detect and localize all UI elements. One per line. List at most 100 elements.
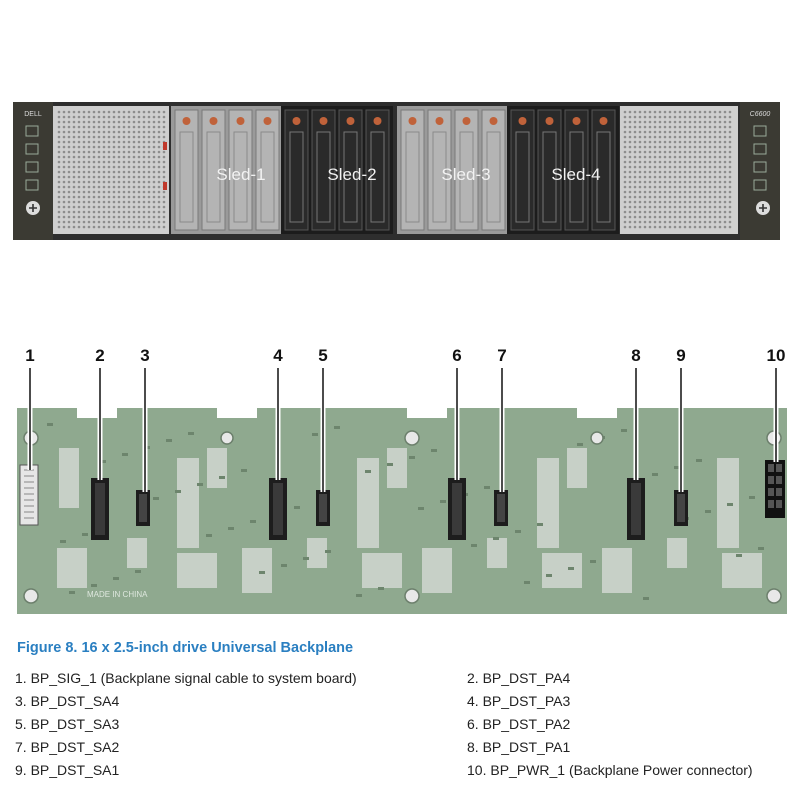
bp-dst-pa4-connector <box>91 478 109 540</box>
legend-num: 5. <box>15 716 27 732</box>
callout-6: 6 <box>452 346 462 365</box>
legend-text: BP_DST_SA1 <box>30 762 120 778</box>
legend-item-4: 4. BP_DST_PA3 <box>467 693 570 709</box>
drive-bay <box>537 109 562 231</box>
legend-item-6: 6. BP_DST_PA2 <box>467 716 570 732</box>
drive-release-icon <box>319 117 328 125</box>
drive-release-icon <box>182 117 191 125</box>
drive-bay <box>427 109 452 231</box>
drive-release-icon <box>518 117 527 125</box>
callout-4: 4 <box>273 346 283 365</box>
legend-item-9: 9. BP_DST_SA1 <box>15 762 119 778</box>
drive-release-icon <box>346 117 355 125</box>
drive-bay <box>228 109 253 231</box>
callout-2: 2 <box>95 346 105 365</box>
bp-dst-pa1-connector <box>627 478 645 540</box>
legend-num: 10. <box>467 762 487 778</box>
drive-bay <box>591 109 616 231</box>
legend-text: BP_DST_PA1 <box>482 739 571 755</box>
drive-release-icon <box>292 117 301 125</box>
left-psu-grille <box>53 106 169 234</box>
figure-caption: Figure 8. 16 x 2.5-inch drive Universal … <box>17 640 354 656</box>
drive-release-icon <box>572 117 581 125</box>
drive-bay <box>311 109 336 231</box>
drive-bay <box>481 109 506 231</box>
drive-release-icon <box>373 117 382 125</box>
drive-bay <box>174 109 199 231</box>
drive-bay <box>201 109 226 231</box>
callout-1: 1 <box>25 346 35 365</box>
callout-5: 5 <box>318 346 328 365</box>
sled-1 <box>171 106 283 234</box>
legend-text: BP_PWR_1 (Backplane Power connector) <box>490 762 753 778</box>
drive-bay <box>255 109 280 231</box>
drive-bay <box>400 109 425 231</box>
sled-label-4: Sled-4 <box>551 165 600 184</box>
callout-3: 3 <box>140 346 150 365</box>
right-rack-ear <box>740 102 780 240</box>
legend-item-7: 7. BP_DST_SA2 <box>15 739 119 755</box>
sled-3 <box>397 106 509 234</box>
legend-text: BP_DST_SA4 <box>30 693 120 709</box>
bp-dst-sa2-connector <box>494 490 508 526</box>
legend-text: BP_DST_SA3 <box>30 716 120 732</box>
drive-bay <box>510 109 535 231</box>
legend-item-3: 3. BP_DST_SA4 <box>15 693 119 709</box>
drive-release-icon <box>599 117 608 125</box>
legend-num: 8. <box>467 739 479 755</box>
legend-text: BP_DST_PA4 <box>482 670 571 686</box>
legend-item-1: 1. BP_SIG_1 (Backplane signal cable to s… <box>15 670 357 686</box>
sled-4 <box>507 106 619 234</box>
bp-dst-sa3-connector <box>316 490 330 526</box>
drive-release-icon <box>209 117 218 125</box>
legend-num: 1. <box>15 670 27 686</box>
callout-7: 7 <box>497 346 507 365</box>
sled-2 <box>281 106 393 234</box>
legend-num: 4. <box>467 693 479 709</box>
callout-9: 9 <box>676 346 686 365</box>
callout-8: 8 <box>631 346 641 365</box>
bp-dst-sa1-connector <box>674 490 688 526</box>
left-rack-ear <box>13 102 53 240</box>
legend-text: BP_DST_PA3 <box>482 693 571 709</box>
bp-pwr-1-connector <box>765 460 785 518</box>
right-psu-grille <box>620 106 738 234</box>
drive-bay <box>338 109 363 231</box>
model-label: C6600 <box>750 111 771 118</box>
drive-bay <box>564 109 589 231</box>
drive-release-icon <box>236 117 245 125</box>
bp-sig-1-connector <box>19 464 39 526</box>
legend-num: 2. <box>467 670 479 686</box>
drive-bay <box>365 109 390 231</box>
legend-num: 6. <box>467 716 479 732</box>
legend-item-2: 2. BP_DST_PA4 <box>467 670 570 686</box>
drive-release-icon <box>435 117 444 125</box>
callout-10: 10 <box>766 346 786 365</box>
drive-release-icon <box>545 117 554 125</box>
legend-text: BP_DST_SA2 <box>30 739 120 755</box>
silkscreen-made-in-china: MADE IN CHINA <box>87 590 148 599</box>
drive-bay <box>284 109 309 231</box>
legend-item-8: 8. BP_DST_PA1 <box>467 739 570 755</box>
drive-release-icon <box>263 117 272 125</box>
legend-num: 9. <box>15 762 27 778</box>
sled-label-2: Sled-2 <box>327 165 376 184</box>
chassis-front-view: DELL C6600 Sled-1 Sled-2 Sled-3 Sled-4 <box>13 102 780 240</box>
legend-item-10: 10. BP_PWR_1 (Backplane Power connector) <box>467 762 753 778</box>
legend-num: 3. <box>15 693 27 709</box>
legend-item-5: 5. BP_DST_SA3 <box>15 716 119 732</box>
legend-text: BP_SIG_1 (Backplane signal cable to syst… <box>30 670 357 686</box>
backplane-board: MADE IN CHINA <box>17 408 787 614</box>
drive-bay <box>454 109 479 231</box>
brand-logo: DELL <box>24 111 42 118</box>
bp-dst-pa2-connector <box>448 478 466 540</box>
sled-label-3: Sled-3 <box>441 165 490 184</box>
bp-dst-sa4-connector <box>136 490 150 526</box>
drive-release-icon <box>462 117 471 125</box>
sled-label-1: Sled-1 <box>216 165 265 184</box>
drive-release-icon <box>489 117 498 125</box>
bp-dst-pa3-connector <box>269 478 287 540</box>
legend-num: 7. <box>15 739 27 755</box>
legend-text: BP_DST_PA2 <box>482 716 571 732</box>
drive-release-icon <box>408 117 417 125</box>
